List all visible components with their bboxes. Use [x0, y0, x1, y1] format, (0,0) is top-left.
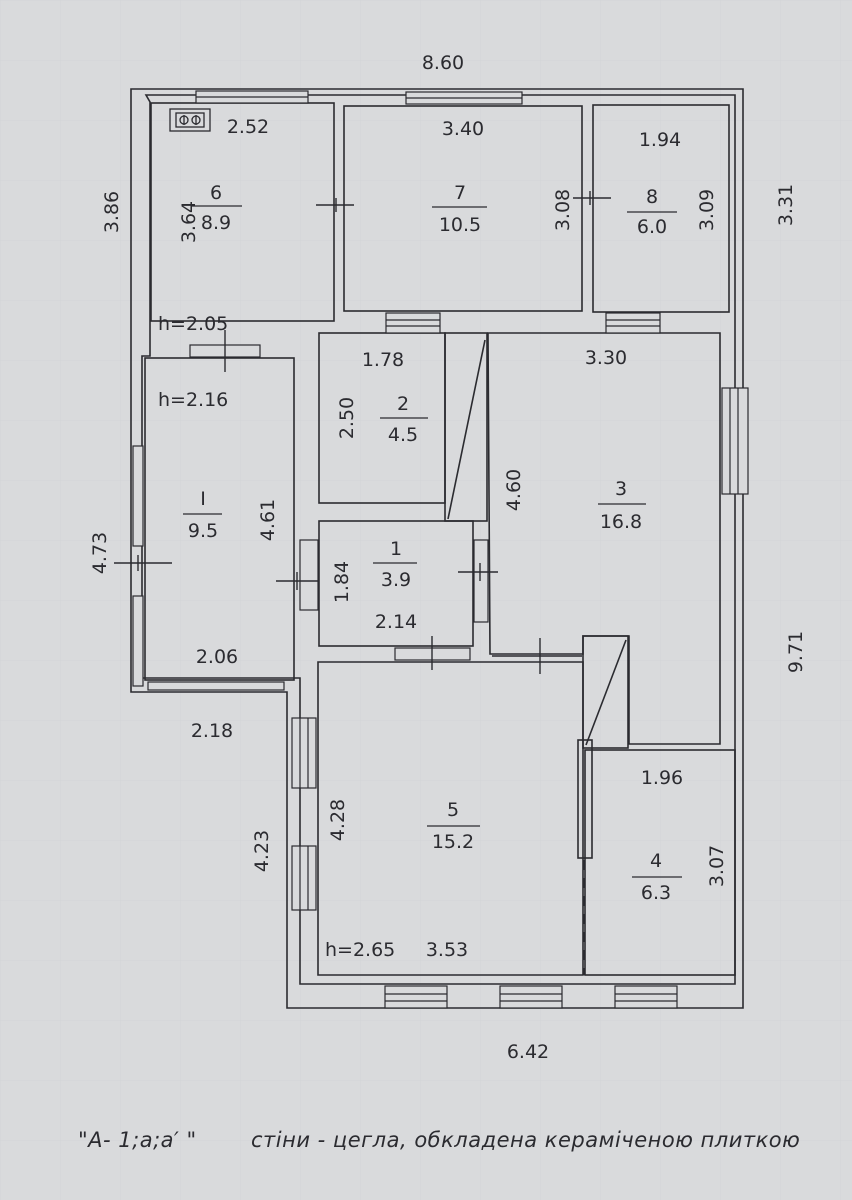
room-2-area: 4.5	[388, 424, 418, 446]
room-8-width: 1.94	[639, 129, 681, 151]
walls	[130, 88, 744, 1009]
window-room-5-a	[291, 717, 317, 789]
window-room-5-b	[291, 845, 317, 911]
room-7-number: 7	[454, 182, 466, 204]
room-6-length: 3.64	[178, 201, 200, 243]
area-fraction-lines	[183, 205, 682, 878]
room-6-number: 6	[210, 182, 222, 204]
room-5-number: 5	[447, 799, 459, 821]
room-1-width: 2.14	[375, 611, 417, 633]
partition-stub	[577, 739, 593, 859]
room-4-outline	[584, 749, 736, 976]
room-2-stair-diagonal	[447, 339, 486, 520]
room-2-width: 1.78	[362, 349, 404, 371]
window-room-3	[721, 387, 749, 495]
room-7-outline	[343, 105, 583, 312]
room-I-outline	[144, 357, 295, 681]
room-1-length: 1.84	[331, 561, 353, 603]
legend-description: стіни - цегла, обкладена керамiченою пли…	[251, 1128, 801, 1152]
outer-wall-inner-outline	[141, 94, 736, 985]
window-bottom-2	[499, 985, 563, 1009]
room-5-outline	[317, 661, 584, 976]
lower-stair-diagonal	[585, 639, 627, 746]
room-6-height: h=2.05	[158, 313, 228, 335]
room-4-width: 1.96	[641, 767, 683, 789]
boiler-icon	[169, 108, 211, 132]
door-marks	[114, 191, 611, 674]
window-room-I-a	[132, 445, 144, 547]
room-5-length: 4.28	[327, 799, 349, 841]
room-8-outline	[592, 104, 730, 313]
room-I-width: 2.06	[196, 646, 238, 668]
room-8-number: 8	[646, 186, 658, 208]
window-room-6	[195, 90, 309, 104]
room-8-area: 6.0	[637, 216, 667, 238]
dim-left-lower: 4.23	[251, 830, 273, 872]
dim-step-width: 2.18	[191, 720, 233, 742]
window-room-7	[405, 91, 523, 105]
room-I-length: 4.61	[257, 499, 279, 541]
room-7-area: 10.5	[439, 214, 481, 236]
lower-stair	[582, 635, 629, 749]
room-3-area: 16.8	[600, 511, 642, 533]
window-room-I-c	[147, 681, 285, 691]
room-3-number: 3	[615, 478, 627, 500]
dim-left-middle: 4.73	[89, 532, 111, 574]
room-2-number: 2	[397, 393, 409, 415]
room-6-area: 8.9	[201, 212, 231, 234]
room-4-length: 3.07	[706, 845, 728, 887]
room-3-outline	[487, 332, 721, 745]
window-bottom-1	[384, 985, 448, 1009]
door-gap-room-1	[299, 539, 319, 611]
room-1-outline	[318, 520, 474, 647]
dim-right-total: 9.71	[785, 631, 807, 673]
room-5-area: 15.2	[432, 831, 474, 853]
dim-top-width: 8.60	[422, 52, 464, 74]
room-I-area: 9.5	[188, 520, 218, 542]
room-4-area: 6.3	[641, 882, 671, 904]
dim-left-upper: 3.86	[101, 191, 123, 233]
window-bottom-3	[614, 985, 678, 1009]
room-I-height: h=2.16	[158, 389, 228, 411]
room-7-width: 3.40	[442, 118, 484, 140]
legend-caption: "A- 1;a;a′ " стіни - цегла, обкладена ке…	[78, 1128, 800, 1152]
window-room-2	[385, 312, 441, 334]
legend-code: "A- 1;a;a′ "	[78, 1128, 197, 1152]
door-gap-room-3	[473, 539, 489, 623]
room-3-length: 4.60	[503, 469, 525, 511]
room-8-length: 3.09	[696, 189, 718, 231]
room-1-number: 1	[390, 538, 402, 560]
room-4-number: 4	[650, 850, 662, 872]
window-room-I-b	[132, 595, 144, 687]
window-room-8	[605, 312, 661, 334]
room-1-area: 3.9	[381, 569, 411, 591]
room-2-length: 2.50	[336, 397, 358, 439]
dim-right-upper: 3.31	[775, 184, 797, 226]
room-I-number: I	[200, 488, 206, 510]
room-5-height: h=2.65	[325, 939, 395, 961]
room-7-length: 3.08	[552, 189, 574, 231]
room-6-width: 2.52	[227, 116, 269, 138]
room-3-width: 3.30	[585, 347, 627, 369]
dim-bottom-width: 6.42	[507, 1041, 549, 1063]
room-5-width: 3.53	[426, 939, 468, 961]
outer-wall-outline	[130, 88, 744, 1009]
